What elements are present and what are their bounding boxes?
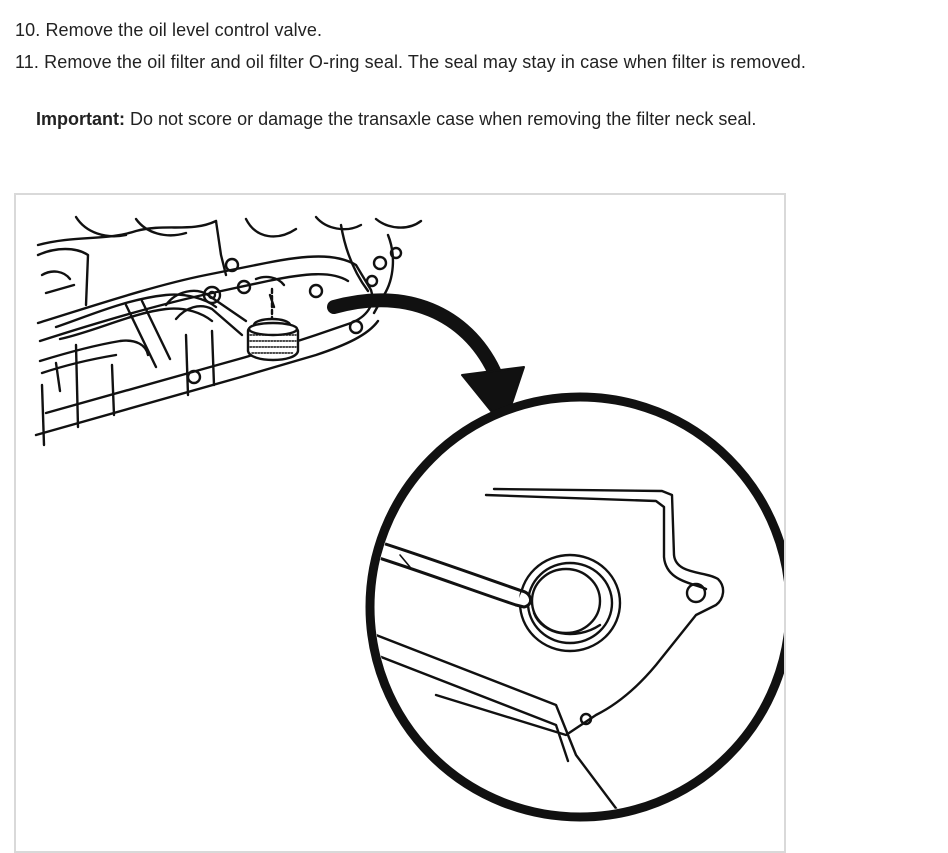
step-11: 11. Remove the oil filter and oil filter… — [15, 46, 806, 78]
transaxle-case-drawing — [34, 215, 423, 447]
curved-arrow — [327, 293, 525, 428]
step-text: Remove the oil level control valve. — [45, 20, 323, 40]
illustration-frame — [14, 193, 786, 853]
step-text: Remove the oil filter and oil filter O-r… — [44, 52, 806, 72]
important-label: Important: — [36, 109, 125, 129]
procedure-steps: 10. Remove the oil level control valve. … — [15, 14, 806, 78]
step-10: 10. Remove the oil level control valve. — [15, 14, 806, 46]
detail-magnifier — [365, 392, 784, 822]
step-number: 10. — [15, 20, 41, 40]
important-note: Important: Do not score or damage the tr… — [36, 104, 756, 134]
transaxle-filter-illustration — [34, 215, 784, 822]
step-number: 11. — [15, 52, 39, 72]
important-text: Do not score or damage the transaxle cas… — [130, 109, 757, 129]
oil-filter-drawing — [246, 287, 300, 362]
